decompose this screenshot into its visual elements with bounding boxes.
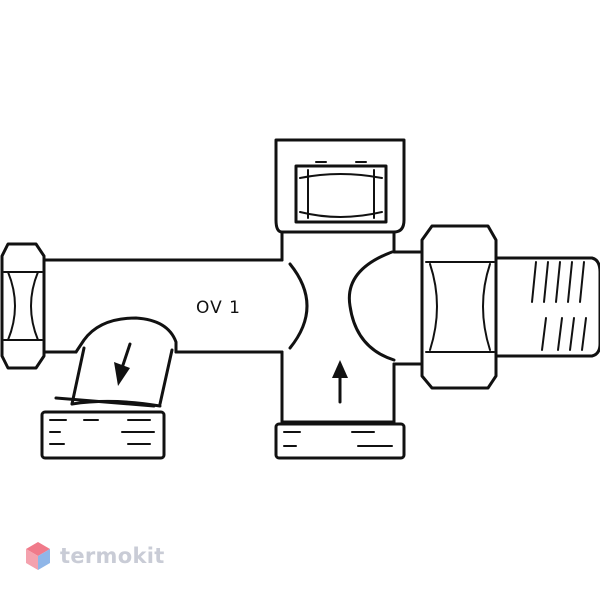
model-label: OV 1	[196, 298, 241, 318]
valve-body	[42, 258, 284, 354]
valve-center-housing	[280, 230, 422, 424]
hexagon-logo-icon	[26, 542, 50, 570]
right-thread-tailpiece	[494, 256, 600, 358]
right-hex-nut	[420, 224, 498, 390]
flow-arrow-up	[332, 360, 348, 404]
watermark-text: termokit	[60, 544, 165, 568]
center-thread-connector	[274, 420, 406, 460]
watermark: termokit	[24, 538, 165, 574]
valve-top-bonnet	[274, 138, 406, 234]
left-hex-nut	[0, 242, 46, 370]
left-thread-connector	[40, 396, 166, 460]
flow-arrow-down	[114, 342, 132, 386]
